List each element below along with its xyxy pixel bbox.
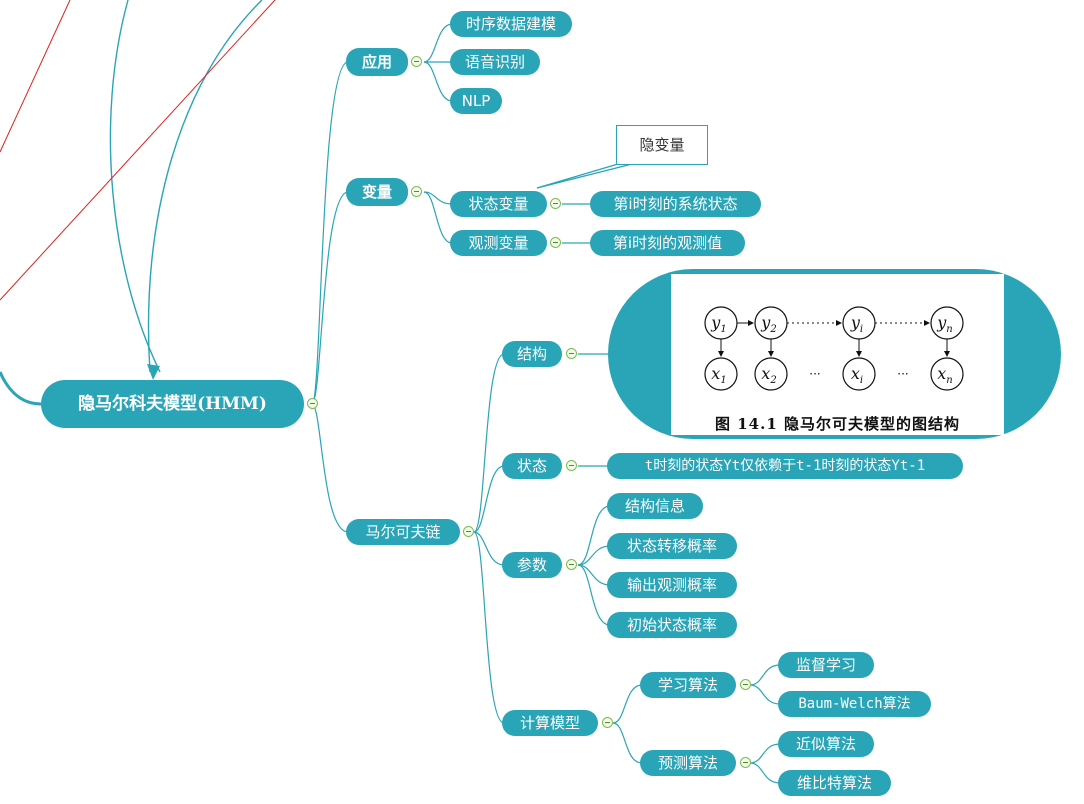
observation-node-xn [930,357,964,391]
node-application[interactable]: 应用 [346,48,408,76]
parameters-collapse-toggle[interactable] [566,559,577,570]
observation-label-x1: x1 [711,364,726,386]
node-hmm-graph-image[interactable]: y1 x1 y2 x2 yi xi yn xn ··· ··· 图 14.1 隐马尔可夫模型的图结… [608,269,1061,439]
observation-label-xn: xn [937,364,952,386]
node-learning-algorithm[interactable]: 学习算法 [640,672,736,698]
node-baum-welch[interactable]: Baum-Welch算法 [778,691,931,717]
structure-collapse-toggle[interactable] [566,348,577,359]
node-prediction-algorithm[interactable]: 预测算法 [640,750,736,776]
hmm-graph-figure: y1 x1 y2 x2 yi xi yn xn ··· ··· 图 14.1 隐马尔可夫模型的图结… [671,274,1004,435]
node-variables[interactable]: 变量 [346,178,408,206]
node-parameters[interactable]: 参数 [502,552,562,578]
node-speech-recognition[interactable]: 语音识别 [450,49,540,75]
application-collapse-toggle[interactable] [411,56,422,67]
state-variable-collapse-toggle[interactable] [550,198,561,209]
state-collapse-toggle[interactable] [566,460,577,471]
hidden-state-label-yn: yn [936,313,953,335]
observation-label-xi: xi [851,364,863,386]
prediction-algorithm-collapse-toggle[interactable] [740,757,751,768]
node-viterbi-algorithm[interactable]: 维比特算法 [778,770,891,796]
node-emission-probability[interactable]: 输出观测概率 [607,572,737,598]
hidden-state-label-y2: y2 [760,313,776,335]
node-observation-at-i[interactable]: 第i时刻的观测值 [590,230,745,256]
variables-collapse-toggle[interactable] [411,186,422,197]
ellipsis-dots-2: ··· [897,367,908,381]
node-structure-info[interactable]: 结构信息 [607,493,703,519]
computation-model-collapse-toggle[interactable] [602,717,613,728]
node-transition-probability[interactable]: 状态转移概率 [607,533,737,559]
node-computation-model[interactable]: 计算模型 [502,710,598,736]
node-markov-chain[interactable]: 马尔可夫链 [346,519,460,545]
observation-node-xi [842,357,876,391]
observed-variable-collapse-toggle[interactable] [550,237,561,248]
node-initial-probability[interactable]: 初始状态概率 [607,612,737,638]
node-system-state-at-i[interactable]: 第i时刻的系统状态 [590,191,761,217]
node-approximation-algorithm[interactable]: 近似算法 [778,731,874,757]
callout-hidden-variable[interactable]: 隐变量 [616,125,708,165]
node-nlp[interactable]: NLP [450,88,502,114]
node-state[interactable]: 状态 [502,453,562,479]
node-markov-property[interactable]: t时刻的状态Yt仅依赖于t-1时刻的状态Yt-1 [607,453,963,479]
root-collapse-toggle[interactable] [307,398,318,409]
observation-node-x2 [754,357,788,391]
node-state-variable[interactable]: 状态变量 [450,191,547,217]
hidden-state-label-yi: yi [850,313,863,335]
observation-label-x2: x2 [761,364,776,386]
hidden-state-label-y1: y1 [710,313,726,335]
node-observed-variable[interactable]: 观测变量 [450,230,547,256]
node-structure[interactable]: 结构 [502,341,562,367]
learning-algorithm-collapse-toggle[interactable] [740,679,751,690]
node-time-series-modeling[interactable]: 时序数据建模 [450,11,572,37]
root-node[interactable]: 隐马尔科夫模型(HMM) [41,380,304,428]
hmm-graph-diagram: y1 x1 y2 x2 yi xi yn xn ··· ··· [704,306,964,391]
observation-node-x1 [704,357,738,391]
node-supervised-learning[interactable]: 监督学习 [778,652,874,678]
ellipsis-dots-1: ··· [809,367,820,381]
markov-chain-collapse-toggle[interactable] [463,526,474,537]
figure-caption: 图 14.1 隐马尔可夫模型的图结构 [715,415,960,433]
